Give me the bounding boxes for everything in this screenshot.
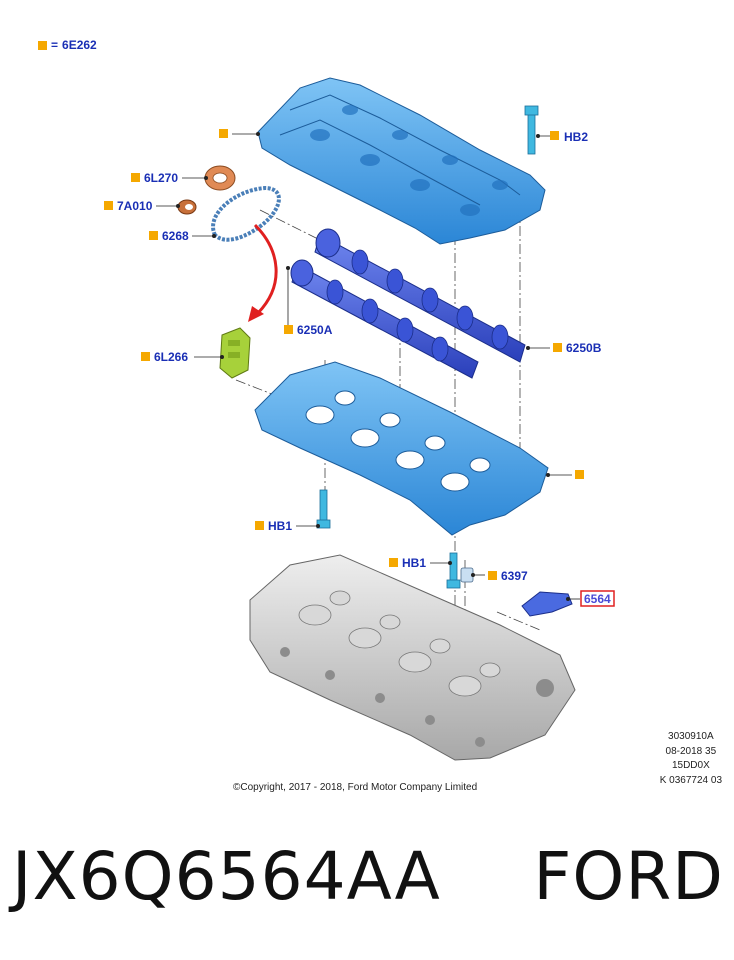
stamp-line-2: 08-2018 35 bbox=[665, 745, 717, 757]
legend-marker-icon bbox=[38, 40, 47, 50]
legend-code: 6E262 bbox=[62, 38, 97, 52]
drawing-stamp: 3030910A 08-2018 35 15DD0X K 0367724 03 bbox=[660, 730, 722, 788]
callout-markers bbox=[104, 129, 584, 580]
brand-name: FORD bbox=[533, 838, 724, 915]
label-6564[interactable]: 6564 bbox=[584, 592, 611, 606]
label-hb2: HB2 bbox=[564, 130, 588, 144]
label-6268: 6268 bbox=[162, 229, 189, 243]
seal-7a010 bbox=[177, 199, 197, 215]
copyright-text: ©Copyright, 2017 - 2018, Ford Motor Comp… bbox=[233, 782, 478, 793]
label-hb1-left: HB1 bbox=[268, 519, 292, 533]
timing-chain-6268 bbox=[211, 185, 281, 242]
stamp-line-3: 15DD0X bbox=[671, 760, 710, 771]
leader-dots bbox=[176, 132, 570, 601]
label-6250b: 6250B bbox=[566, 341, 602, 355]
red-arrow-icon bbox=[248, 223, 278, 322]
label-7a010: 7A010 bbox=[117, 199, 153, 213]
rocker-arm-6564 bbox=[521, 591, 573, 617]
legend-equals: = bbox=[51, 38, 59, 52]
label-6250a: 6250A bbox=[297, 323, 333, 337]
label-hb1-right: HB1 bbox=[402, 556, 426, 570]
tensioner-6l266 bbox=[219, 327, 251, 379]
label-6397: 6397 bbox=[501, 569, 528, 583]
camshaft-6250b bbox=[314, 228, 526, 363]
label-6l270: 6L270 bbox=[144, 171, 178, 185]
seal-6l270 bbox=[204, 165, 236, 191]
part-number: JX6Q6564AA bbox=[12, 838, 441, 915]
leader-lines bbox=[156, 133, 580, 600]
label-6564-highlight[interactable]: 6564 bbox=[580, 590, 615, 607]
label-6l266: 6L266 bbox=[154, 350, 188, 364]
bolt-hb1-left bbox=[316, 489, 331, 529]
cam-cover bbox=[257, 77, 546, 245]
bottom-title: JX6Q6564AA FORD bbox=[12, 838, 724, 915]
bolt-hb2 bbox=[524, 105, 539, 155]
cylinder-head bbox=[249, 554, 576, 761]
bolt-hb1-right bbox=[446, 552, 461, 589]
camshaft-carrier bbox=[254, 361, 549, 536]
stamp-line-4: K 0367724 03 bbox=[659, 774, 722, 786]
legend: = 6E262 bbox=[38, 38, 97, 52]
stamp-line-1: 3030910A bbox=[668, 731, 714, 742]
camshaft-6250a bbox=[290, 259, 479, 379]
